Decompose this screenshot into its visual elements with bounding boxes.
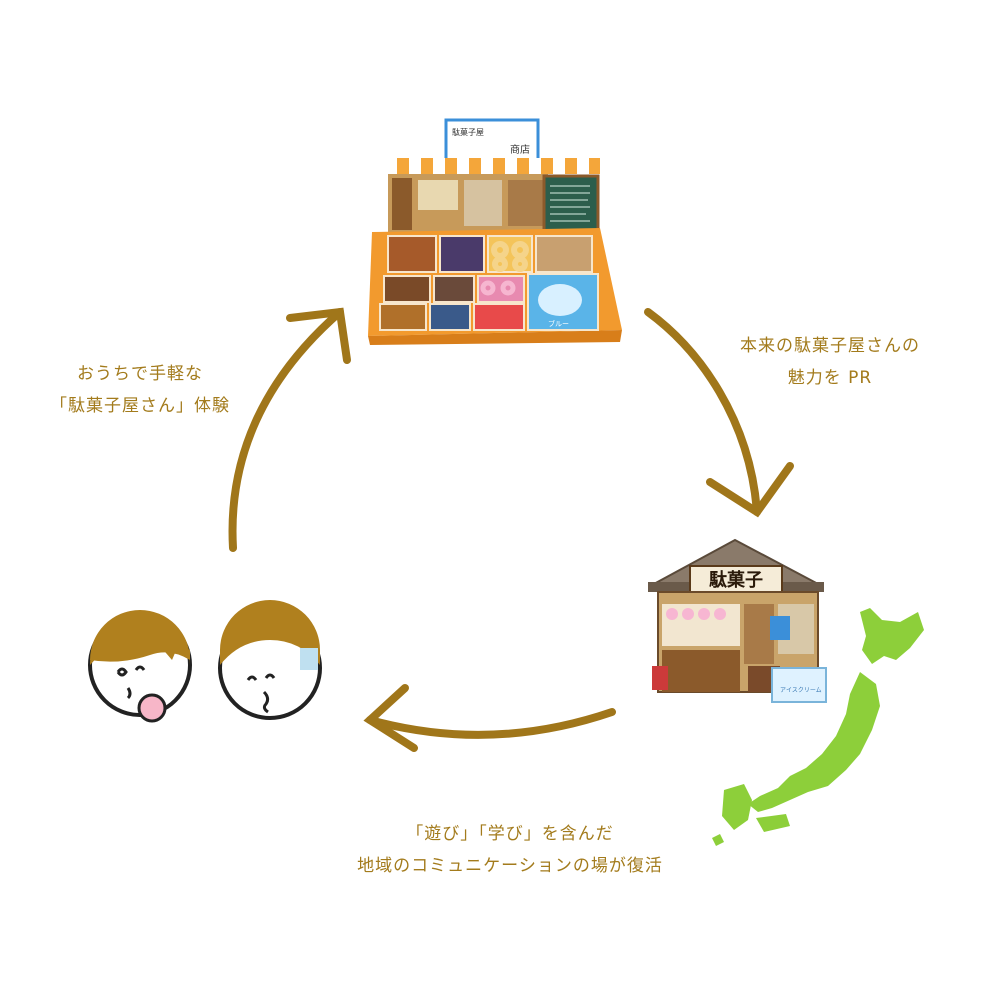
caption-community-line2: 地域のコミュニケーションの場が復活 — [357, 856, 663, 876]
candy-label: ブルー — [548, 319, 569, 328]
shop-sign: 駄菓子 — [709, 569, 763, 591]
kid-right-face — [218, 600, 322, 720]
arrow-head-box — [286, 307, 351, 364]
caption-pr-line1: 本来の駄菓子屋さんの — [740, 336, 920, 356]
caption-community-line1: 「遊び」「学び」を含んだ — [406, 824, 614, 844]
freezer-label: アイスクリーム — [780, 687, 822, 694]
shikoku — [756, 814, 790, 832]
arrow-box-to-shop — [644, 308, 761, 516]
okinawa — [712, 834, 724, 846]
caption-home-line1: おうちで手軽な — [77, 364, 203, 384]
box-sign-line1: 駄菓子屋 — [452, 127, 484, 137]
arrow-head-kids — [363, 684, 418, 752]
caption-home-experience: おうちで手軽な 「駄菓子屋さん」体験 — [20, 358, 260, 422]
honshu — [748, 672, 880, 812]
arrow-shop-to-kids — [366, 708, 616, 739]
caption-community: 「遊び」「学び」を含んだ 地域のコミュニケーションの場が復活 — [320, 818, 700, 882]
arrow-kids-to-box — [228, 308, 344, 552]
bubble-gum — [137, 693, 167, 723]
box-awning — [385, 158, 600, 174]
arrow-head-shop — [706, 462, 794, 518]
kyushu — [722, 784, 752, 830]
caption-pr-line2: 魅力を PR — [787, 368, 873, 388]
hokkaido — [860, 608, 924, 664]
box-sign-line2: 商店 — [510, 143, 530, 156]
caption-home-line2: 「駄菓子屋さん」体験 — [50, 396, 230, 416]
kid-left-face — [88, 610, 192, 723]
caption-pr: 本来の駄菓子屋さんの 魅力を PR — [700, 330, 960, 394]
